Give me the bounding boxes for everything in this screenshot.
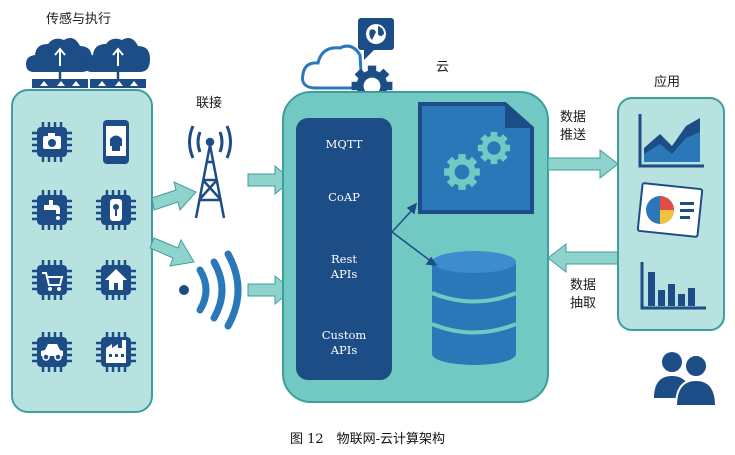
cloud-upload-icon	[82, 36, 152, 90]
protocol-line1: CoAP	[328, 190, 360, 204]
protocol-line1: Custom	[321, 328, 367, 342]
sensing-panel	[11, 89, 153, 413]
protocol-custom-apis: Custom APIs	[296, 328, 392, 358]
cart-chip-icon	[30, 258, 74, 302]
gears-document-icon	[418, 102, 534, 214]
push-label-line2: 推送	[560, 128, 587, 143]
pie-chart-icon	[636, 182, 704, 238]
pull-label-line2: 抽取	[570, 296, 597, 311]
wifi-icon	[179, 250, 242, 330]
door-lock-icon	[94, 188, 138, 232]
house-chip-icon	[94, 258, 138, 302]
cloud-upload-icon	[24, 36, 94, 90]
factory-chip-icon	[94, 330, 138, 374]
android-phone-icon	[103, 120, 129, 164]
camera-chip-icon	[30, 120, 74, 164]
push-pull-arrows	[547, 148, 619, 274]
globe-icon	[358, 18, 394, 60]
faucet-chip-icon	[30, 188, 74, 232]
sensing-label: 传感与执行	[46, 12, 112, 27]
protocol-line2: APIs	[330, 267, 358, 281]
area-chart-icon	[638, 114, 704, 168]
figure-caption: 图 12 物联网-云计算架构	[289, 432, 446, 447]
pull-label-line1: 数据	[570, 278, 597, 293]
bar-chart-icon	[640, 262, 706, 310]
protocol-connectors	[391, 202, 438, 266]
users-icon	[654, 352, 718, 407]
cloud-label: 云	[436, 60, 450, 75]
cloud-gear-icon	[301, 44, 393, 106]
protocol-line1: Rest	[331, 252, 357, 266]
protocol-line1: MQTT	[325, 137, 363, 151]
protocol-mqtt: MQTT	[296, 137, 392, 152]
push-label-line1: 数据	[560, 110, 587, 125]
protocol-coap: CoAP	[296, 190, 392, 205]
protocol-line2: APIs	[330, 343, 358, 357]
connect-label: 联接	[196, 96, 223, 111]
application-label: 应用	[654, 75, 681, 90]
protocol-rest-apis: Rest APIs	[296, 252, 392, 282]
database-icon	[431, 251, 517, 365]
car-chip-icon	[30, 330, 74, 374]
protocol-panel	[296, 118, 392, 380]
cell-tower-icon	[188, 125, 232, 219]
